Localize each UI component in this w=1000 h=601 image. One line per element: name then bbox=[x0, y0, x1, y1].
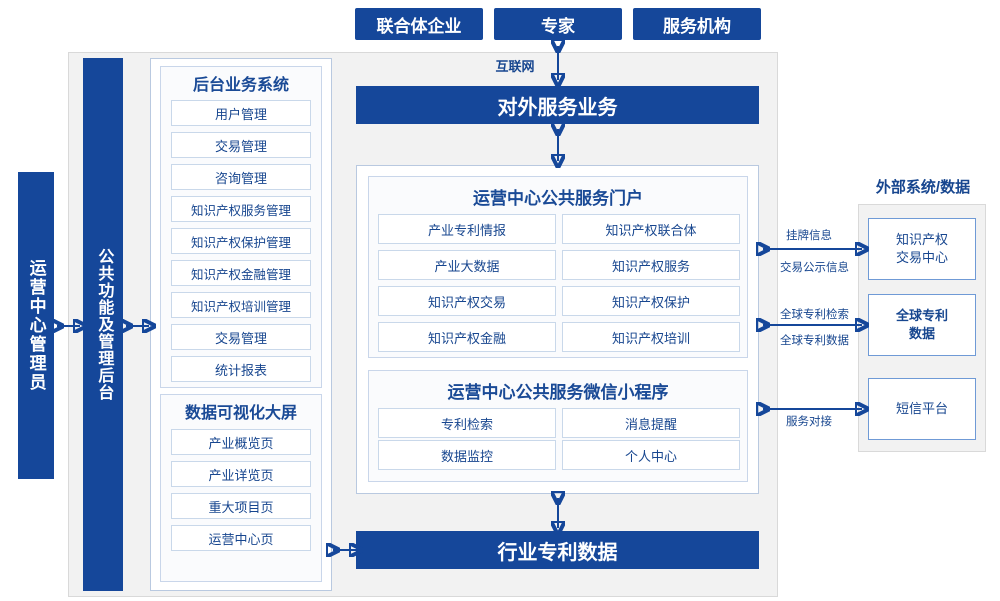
left-role-common-admin-label: 公共功能及管理后台 bbox=[95, 248, 113, 401]
top-entity-0[interactable]: 联合体企业 bbox=[355, 8, 483, 40]
arrow-ext-trading-center bbox=[760, 241, 866, 257]
portal-item-4[interactable]: 知识产权交易 bbox=[378, 286, 556, 316]
top-entity-1[interactable]: 专家 bbox=[494, 8, 622, 40]
backend-item-5[interactable]: 知识产权金融管理 bbox=[171, 260, 311, 286]
portal-item-1[interactable]: 知识产权联合体 bbox=[562, 214, 740, 244]
data-visual-item-0[interactable]: 产业概览页 bbox=[171, 429, 311, 455]
external-item-0[interactable]: 知识产权 交易中心 bbox=[868, 218, 976, 280]
miniprogram-item-2[interactable]: 数据监控 bbox=[378, 440, 556, 470]
miniprogram-item-3[interactable]: 个人中心 bbox=[562, 440, 740, 470]
portal-item-2[interactable]: 产业大数据 bbox=[378, 250, 556, 280]
arrow-modules-to-industry bbox=[330, 542, 360, 558]
left-role-manager-label: 运营中心管理员 bbox=[26, 259, 46, 392]
backend-item-3[interactable]: 知识产权服务管理 bbox=[171, 196, 311, 222]
top-entity-1-label: 专家 bbox=[541, 16, 575, 36]
backend-system-title: 后台业务系统 bbox=[192, 77, 289, 94]
external-title: 外部系统/数据 bbox=[875, 178, 971, 196]
arrow-admin-to-modules bbox=[123, 318, 153, 334]
arrow-ext-sms bbox=[760, 401, 866, 417]
connector-label-4: 服务对接 bbox=[786, 416, 832, 428]
top-entity-2-label: 服务机构 bbox=[663, 16, 731, 36]
top-entity-0-label: 联合体企业 bbox=[376, 16, 462, 36]
portal-title: 运营中心公共服务门户 bbox=[473, 188, 643, 208]
top-entity-2[interactable]: 服务机构 bbox=[633, 8, 761, 40]
backend-item-8[interactable]: 统计报表 bbox=[171, 356, 311, 382]
data-visual-item-2[interactable]: 重大项目页 bbox=[171, 493, 311, 519]
miniprogram-item-0[interactable]: 专利检索 bbox=[378, 408, 556, 438]
left-role-common-admin: 公共功能及管理后台 bbox=[83, 58, 123, 591]
backend-item-6[interactable]: 知识产权培训管理 bbox=[171, 292, 311, 318]
portal-item-3[interactable]: 知识产权服务 bbox=[562, 250, 740, 280]
external-item-1[interactable]: 全球专利 数据 bbox=[868, 294, 976, 356]
data-visual-item-1[interactable]: 产业详览页 bbox=[171, 461, 311, 487]
industry-data-bar: 行业专利数据 bbox=[356, 531, 759, 569]
backend-item-7[interactable]: 交易管理 bbox=[171, 324, 311, 350]
external-service-bar: 对外服务业务 bbox=[356, 86, 759, 124]
backend-item-0[interactable]: 用户管理 bbox=[171, 100, 311, 126]
network-label: 互联网 bbox=[495, 58, 535, 74]
data-visual-item-3[interactable]: 运营中心页 bbox=[171, 525, 311, 551]
portal-item-0[interactable]: 产业专利情报 bbox=[378, 214, 556, 244]
left-role-manager: 运营中心管理员 bbox=[18, 172, 54, 479]
arrow-ext-patent-data bbox=[760, 317, 866, 333]
connector-label-3: 全球专利数据 bbox=[780, 335, 849, 347]
backend-item-4[interactable]: 知识产权保护管理 bbox=[171, 228, 311, 254]
backend-item-2[interactable]: 咨询管理 bbox=[171, 164, 311, 190]
portal-item-7[interactable]: 知识产权培训 bbox=[562, 322, 740, 352]
arrow-portal-to-industry bbox=[548, 494, 568, 534]
arrow-manager-to-admin bbox=[54, 318, 84, 334]
connector-label-1: 交易公示信息 bbox=[780, 262, 849, 274]
miniprogram-title: 运营中心公共服务微信小程序 bbox=[447, 382, 669, 402]
miniprogram-item-1[interactable]: 消息提醒 bbox=[562, 408, 740, 438]
arrow-internet bbox=[548, 40, 568, 86]
portal-item-6[interactable]: 知识产权金融 bbox=[378, 322, 556, 352]
portal-item-5[interactable]: 知识产权保护 bbox=[562, 286, 740, 316]
backend-item-1[interactable]: 交易管理 bbox=[171, 132, 311, 158]
arrow-service-to-portal bbox=[548, 124, 568, 166]
data-visual-title: 数据可视化大屏 bbox=[184, 405, 297, 422]
external-item-2[interactable]: 短信平台 bbox=[868, 378, 976, 440]
connector-label-0: 挂牌信息 bbox=[786, 230, 832, 242]
